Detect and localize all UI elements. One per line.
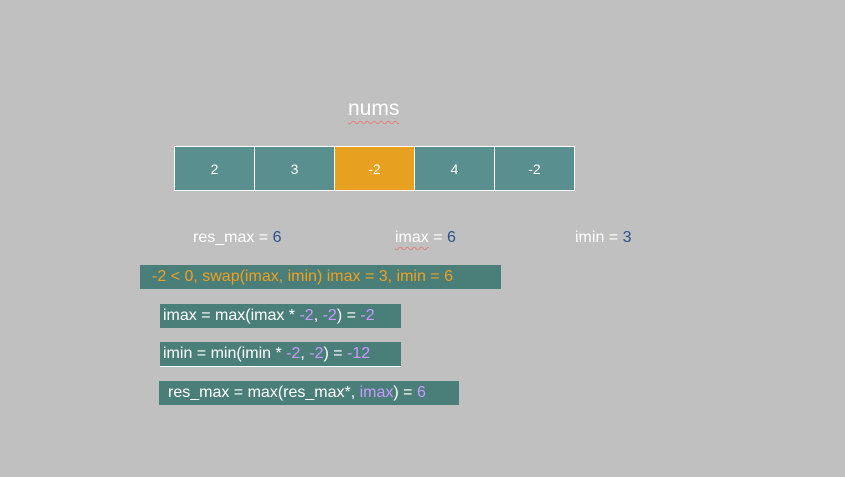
res-max-variable: res_max = 6 [193,229,282,247]
imin-value: 3 [622,229,632,246]
imin-expr: imin = min(imin * [163,345,287,362]
array-cell-current: -2 [335,147,415,190]
res-max-eq2: ) = [393,384,417,401]
imax-arg2: -2 [322,307,337,324]
condition-text: -2 < 0, swap(imax, imin) imax = 3, imin … [152,268,453,285]
array-title: nums [348,97,400,120]
imax-sep: , [313,307,323,324]
imax-label: imax [395,229,429,246]
res-max-expr: res_max = max(res_max*, [168,384,360,401]
res-max-arg: imax [359,384,394,401]
imin-variable: imin = 3 [575,229,631,247]
imax-expr: imax = max(imax * [163,307,300,324]
res-max-update-box: res_max = max(res_max*, imax) = 6 [159,381,459,405]
imax-update-box: imax = max(imax * -2, -2) = -2 [160,304,401,328]
imax-result: -2 [360,307,375,324]
imin-update-box: imin = min(imin * -2, -2) = -12 [160,342,401,367]
array-cell: 3 [255,147,335,190]
imax-value: 6 [447,229,456,246]
array-cell: 4 [415,147,495,190]
array-cell: 2 [175,147,255,190]
imax-eq: = [428,229,448,246]
imin-result: -12 [347,345,371,362]
imin-eq2: ) = [323,345,348,362]
nums-array: 2 3 -2 4 -2 [174,146,575,191]
imin-arg1: -2 [286,345,301,362]
imin-arg2: -2 [309,345,324,362]
imax-arg1: -2 [299,307,314,324]
imin-label: imin = [575,229,623,246]
imax-eq2: ) = [336,307,361,324]
imax-variable: imax = 6 [395,229,456,247]
array-cell: -2 [495,147,574,190]
res-max-label: res_max = [193,229,273,246]
condition-box: -2 < 0, swap(imax, imin) imax = 3, imin … [140,265,501,289]
res-max-result: 6 [416,384,426,401]
imin-sep: , [300,345,310,362]
res-max-value: 6 [272,229,282,246]
